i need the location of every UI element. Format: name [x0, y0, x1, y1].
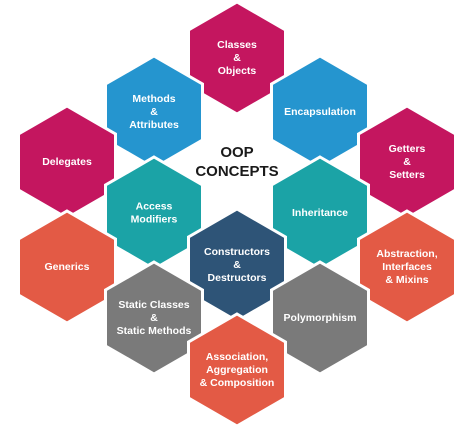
hex-static-classes-label-line-2: Static Methods: [117, 325, 192, 337]
hex-methods-attributes-label-line-2: Attributes: [129, 119, 179, 131]
hexagon-grid: Classes&ObjectsMethods&AttributesEncapsu…: [17, 0, 457, 428]
hex-methods-attributes-label-line-0: Methods: [132, 93, 175, 105]
hex-abstraction-label-line-1: Interfaces: [382, 261, 432, 273]
hex-static-classes-shape: [104, 260, 204, 376]
hex-static-classes-label-line-0: Static Classes: [118, 299, 189, 311]
hex-getters-setters-label-line-1: &: [403, 156, 411, 168]
hex-constructors-label-line-2: Destructors: [208, 272, 267, 284]
hex-delegates-label-line-0: Delegates: [42, 156, 92, 168]
hex-classes-objects: Classes&Objects: [187, 0, 287, 116]
hex-constructors-label-line-0: Constructors: [204, 246, 270, 258]
center-hexagon: [188, 106, 286, 218]
center-concept: OOP CONCEPTS: [188, 106, 286, 218]
hex-polymorphism: Polymorphism: [270, 260, 370, 376]
hex-getters-setters-label-line-2: Setters: [389, 169, 425, 181]
hex-constructors: Constructors&Destructors: [187, 207, 287, 323]
hex-polymorphism-shape: [270, 260, 370, 376]
hex-generics-label-line-0: Generics: [45, 261, 90, 273]
hex-access-modifiers-label-line-1: Modifiers: [131, 214, 178, 226]
hex-getters-setters-label-line-0: Getters: [389, 143, 426, 155]
hex-abstraction-shape: [357, 209, 457, 325]
hex-classes-objects-label-line-2: Objects: [218, 65, 257, 77]
center-title-line-1: CONCEPTS: [195, 163, 278, 180]
hex-generics: Generics: [17, 209, 117, 325]
hex-association-label-line-1: Aggregation: [206, 364, 268, 376]
hex-delegates: Delegates: [17, 104, 117, 220]
hex-association: Association,Aggregation& Composition: [187, 312, 287, 428]
hex-constructors-label-line-1: &: [233, 259, 241, 271]
hex-methods-attributes-label-line-1: &: [150, 106, 158, 118]
hex-encapsulation-label-line-0: Encapsulation: [284, 106, 356, 118]
hex-polymorphism-label-line-0: Polymorphism: [284, 312, 357, 324]
hex-static-classes: Static Classes&Static Methods: [104, 260, 204, 376]
hex-association-label-line-2: & Composition: [200, 377, 275, 389]
hex-inheritance-label-line-0: Inheritance: [292, 207, 348, 219]
hex-access-modifiers-label-line-0: Access: [136, 201, 173, 213]
hex-classes-objects-shape: [187, 0, 287, 116]
hex-getters-setters: Getters&Setters: [357, 104, 457, 220]
center-title-line-0: OOP: [220, 144, 253, 161]
hex-encapsulation: Encapsulation: [270, 54, 370, 170]
hex-static-classes-label-line-1: &: [150, 312, 158, 324]
hex-association-shape: [187, 312, 287, 428]
hex-inheritance: Inheritance: [270, 155, 370, 271]
hex-abstraction: Abstraction,Interfaces& Mixins: [357, 209, 457, 325]
hex-association-label-line-0: Association,: [206, 351, 269, 363]
hex-classes-objects-label-line-0: Classes: [217, 39, 257, 51]
hex-classes-objects-label-line-1: &: [233, 52, 241, 64]
hex-generics-shape: [17, 209, 117, 325]
hex-abstraction-label-line-0: Abstraction,: [376, 248, 437, 260]
hex-abstraction-label-line-2: & Mixins: [385, 274, 428, 286]
